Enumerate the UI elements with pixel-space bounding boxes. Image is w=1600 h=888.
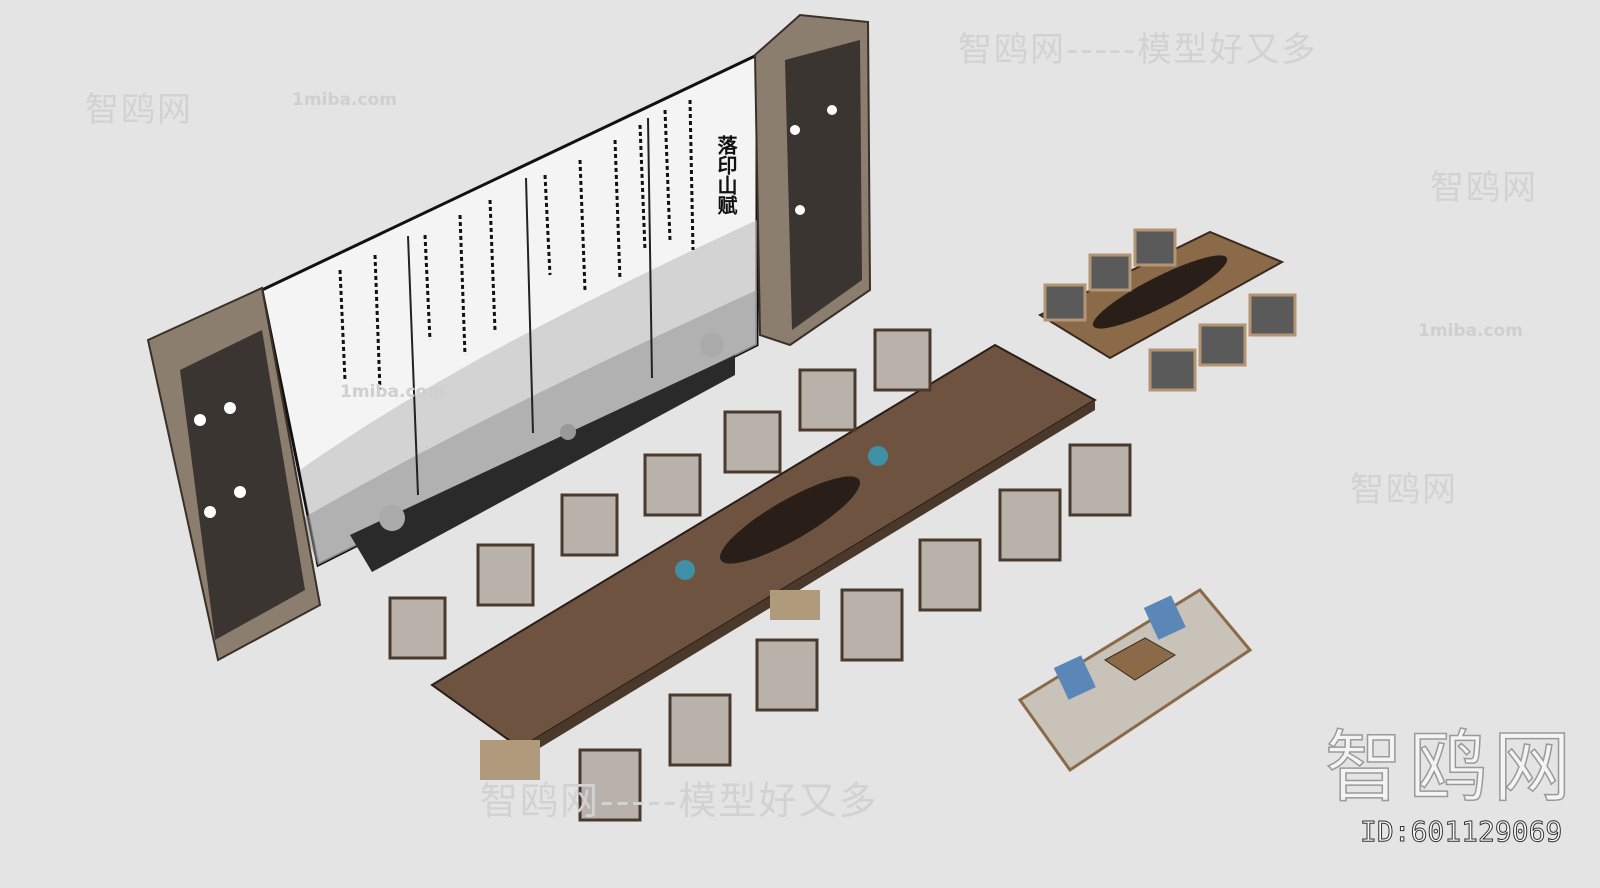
watermark-site: 1miba.com	[340, 382, 445, 402]
watermark-logo: 智鸥网	[1324, 722, 1578, 814]
artwork-title: 落印山赋	[714, 135, 738, 215]
long-tea-table	[430, 343, 1097, 780]
chairs-front-row	[578, 443, 1132, 822]
watermark-site: 1miba.com	[292, 90, 397, 110]
rock-planter	[350, 355, 735, 572]
display-cabinet-right	[753, 13, 872, 347]
watermark-site: 1miba.com	[1418, 321, 1523, 341]
small-tea-table	[1037, 228, 1297, 392]
watermark-slogan-bottom: 智鸥网-----模型好又多	[480, 779, 879, 823]
model-id: ID:601129069	[1359, 815, 1563, 849]
display-cabinet-left	[146, 286, 322, 662]
watermark-slogan-top: 智鸥网-----模型好又多	[958, 30, 1318, 70]
watermark-brand: 智鸥网	[1430, 168, 1538, 208]
watermark-brand: 智鸥网	[1350, 470, 1458, 510]
sofa-set	[1017, 588, 1253, 773]
watermark-brand: 智鸥网	[85, 90, 193, 130]
calligraphy-text	[338, 99, 695, 391]
chairs-back-row	[388, 328, 932, 660]
